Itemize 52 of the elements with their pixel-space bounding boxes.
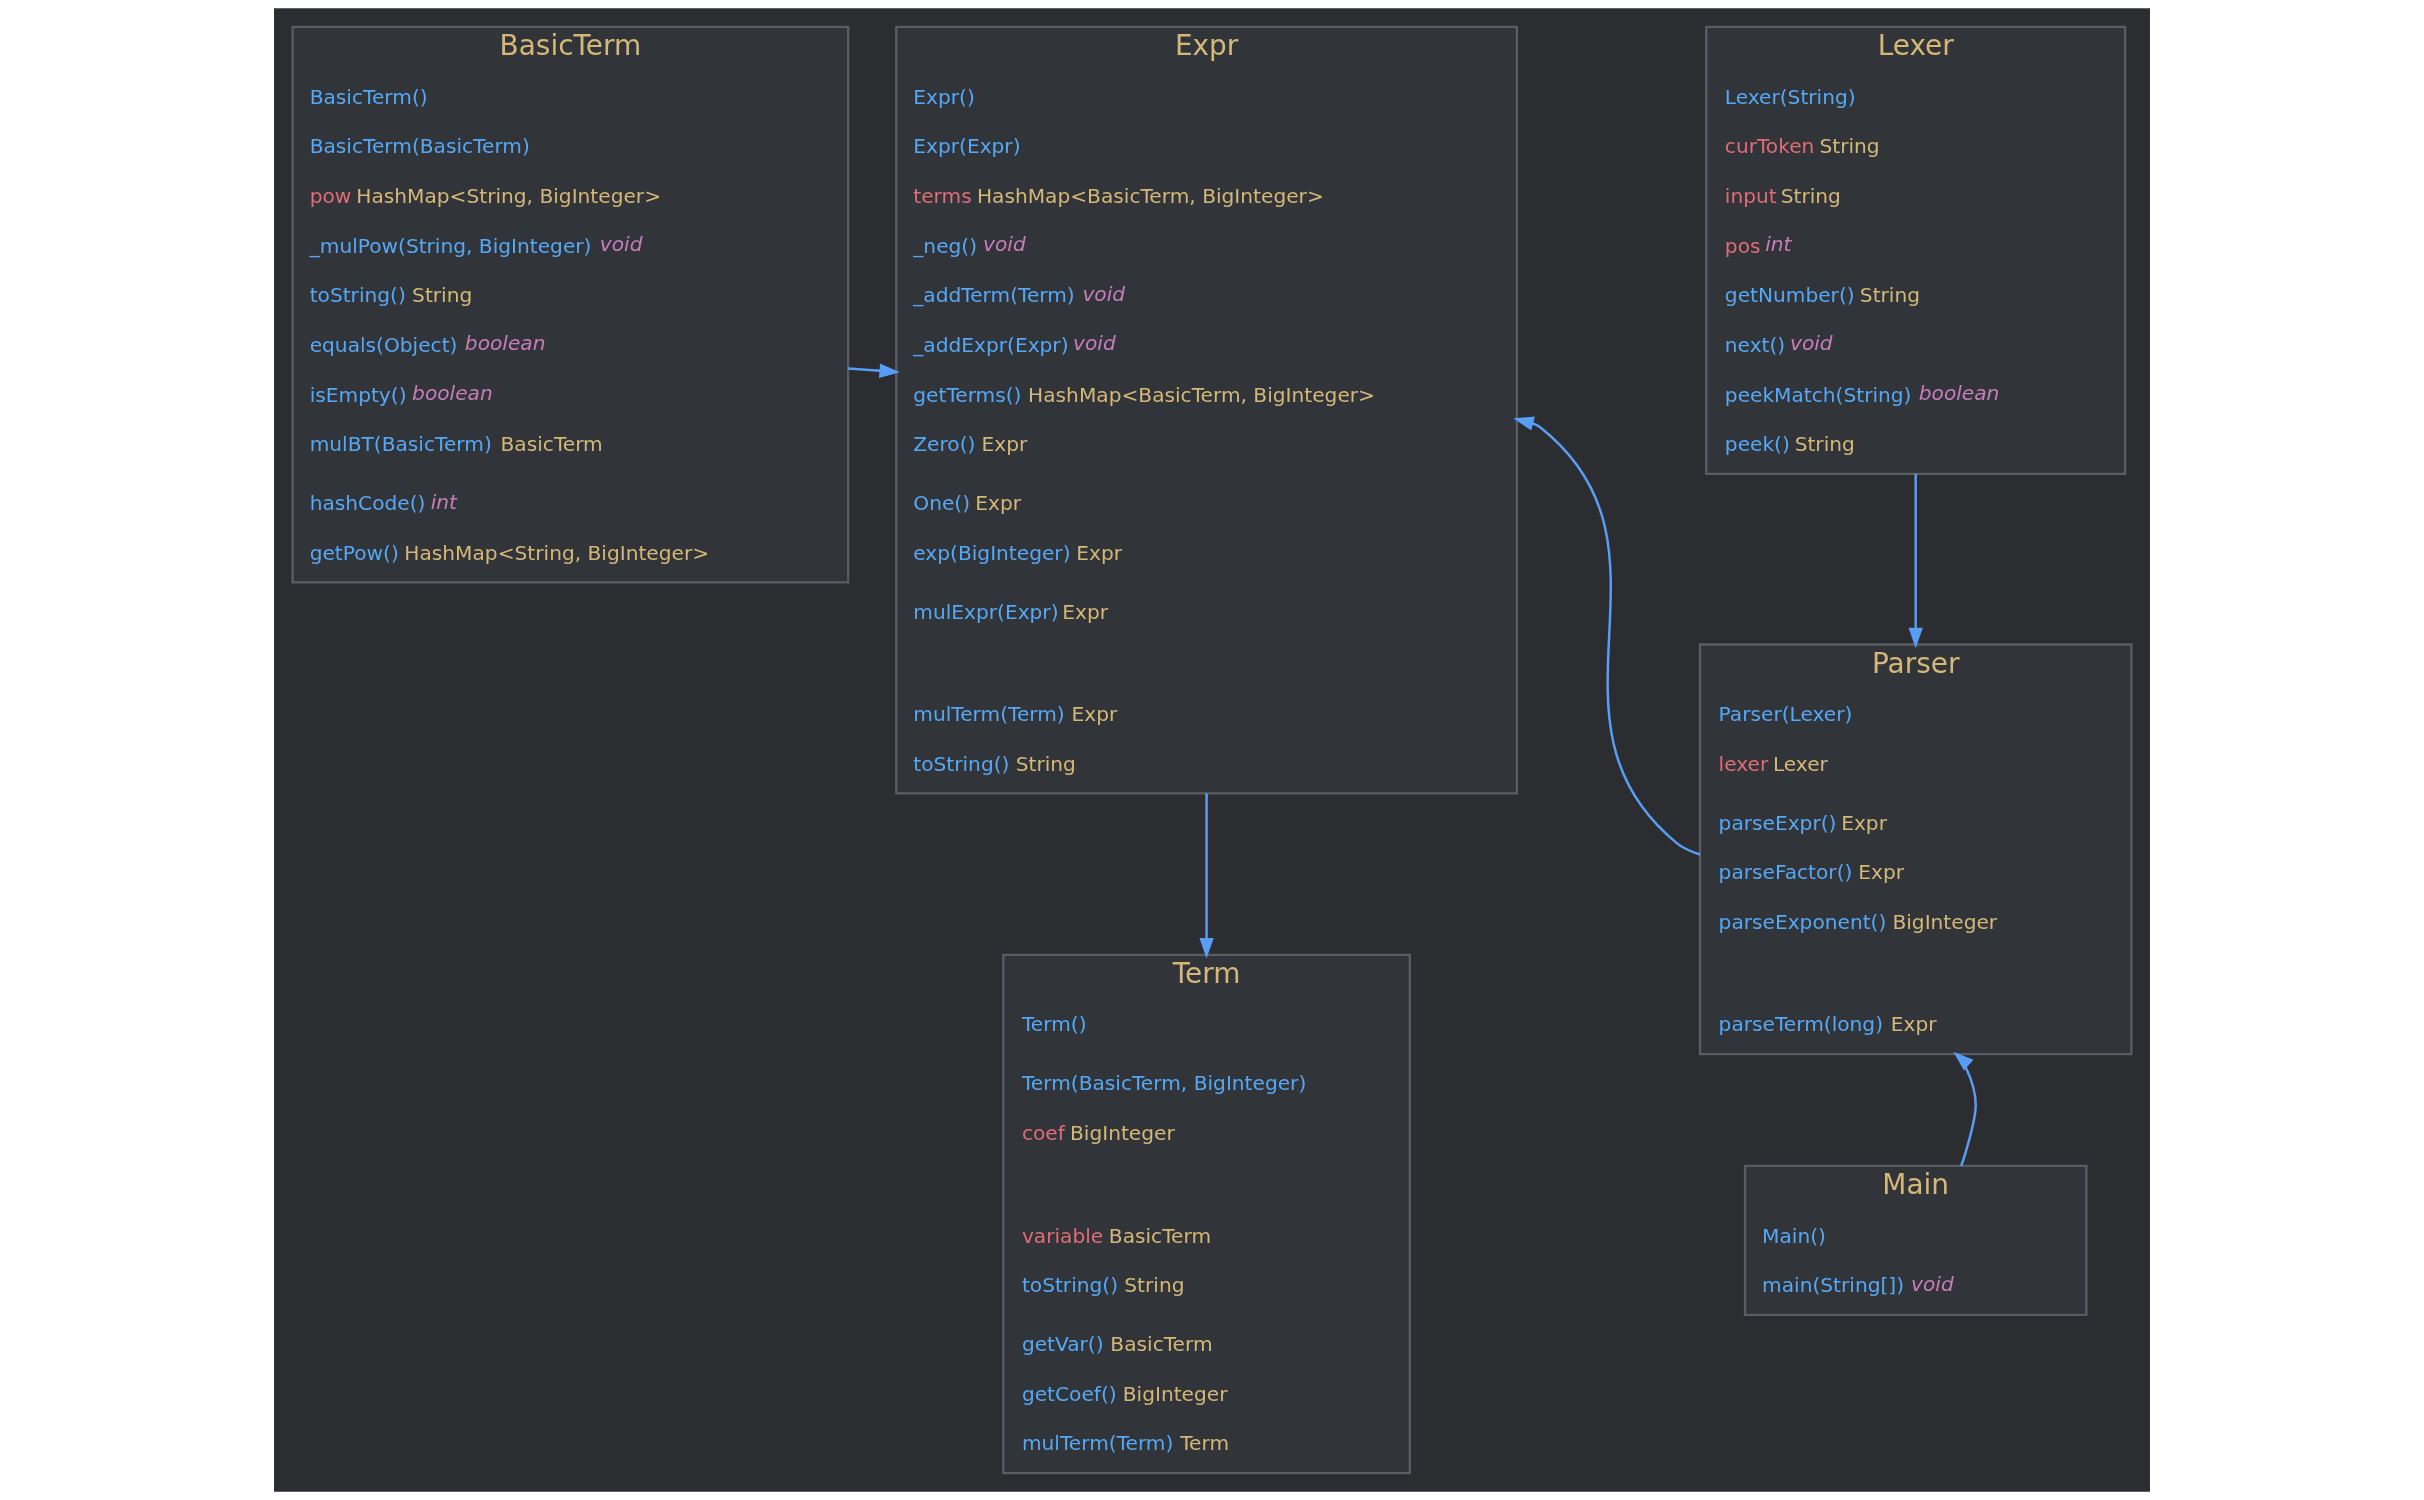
node-text: equals(Object) boolean xyxy=(309,331,546,357)
node-text: BasicTerm() xyxy=(309,84,428,109)
node-text: Main() xyxy=(1762,1223,1826,1248)
node-text: _mulPow(String, BigInteger) void xyxy=(309,231,643,258)
node-text: pow HashMap<String, BigInteger> xyxy=(309,183,662,208)
node-text: main(String[]) void xyxy=(1762,1271,1954,1298)
node-text: getPow() HashMap<String, BigInteger> xyxy=(309,540,710,565)
node-text: Lexer(String) xyxy=(1724,84,1856,109)
arrow xyxy=(1953,1051,1977,1167)
node-text: coef BigInteger xyxy=(1021,1121,1175,1146)
node-text: Parser(Lexer) xyxy=(1718,702,1853,727)
node-text: input String xyxy=(1724,183,1841,208)
node-text: mulExpr(Expr) Expr xyxy=(913,599,1109,624)
node-text: variable BasicTerm xyxy=(1021,1223,1212,1248)
arrow xyxy=(1199,793,1214,959)
node-text: Expr() xyxy=(913,84,975,109)
arrow xyxy=(848,363,900,378)
node-text: One() Expr xyxy=(913,491,1022,516)
node-text: peekMatch(String) boolean xyxy=(1724,380,2000,407)
node-text: isEmpty() boolean xyxy=(309,380,493,407)
node-text: mulBT(BasicTerm) BasicTerm xyxy=(309,432,603,457)
node-text: getCoef() BigInteger xyxy=(1021,1381,1228,1406)
arrow xyxy=(1908,473,1923,649)
node-text: getTerms() HashMap<BasicTerm, BigInteger> xyxy=(913,382,1375,407)
arrow xyxy=(1513,416,1701,856)
node-text: toString() String xyxy=(309,283,473,308)
node-text: mulTerm(Term) Expr xyxy=(913,702,1118,727)
node-text: parseFactor() Expr xyxy=(1718,860,1905,885)
node-text: hashCode() int xyxy=(309,489,457,516)
node-text: parseExpr() Expr xyxy=(1718,810,1887,835)
node-text: Zero() Expr xyxy=(913,432,1028,457)
node-text: _addExpr(Expr) void xyxy=(913,331,1116,357)
node-text: parseExponent() BigInteger xyxy=(1718,910,1998,935)
node-text: mulTerm(Term) Term xyxy=(1021,1431,1230,1456)
node-text: _addTerm(Term) void xyxy=(913,281,1126,308)
node-text: BasicTerm(BasicTerm) xyxy=(309,134,530,159)
node-text: pos int xyxy=(1724,231,1792,258)
node-text: Term(BasicTerm, BigInteger) xyxy=(1021,1071,1307,1096)
node-text: lexer Lexer xyxy=(1718,751,1828,776)
node-text: curToken String xyxy=(1724,134,1880,159)
node-text: getVar() BasicTerm xyxy=(1021,1332,1213,1357)
node-text: terms HashMap<BasicTerm, BigInteger> xyxy=(913,183,1324,208)
node-text: toString() String xyxy=(1021,1273,1185,1298)
node-text: next() void xyxy=(1724,331,1833,357)
node-text: Term() xyxy=(1021,1012,1087,1037)
node-text: peek() String xyxy=(1724,432,1855,457)
node-text: exp(BigInteger) Expr xyxy=(913,540,1122,565)
node-text: toString() String xyxy=(913,751,1076,776)
node-text: getNumber() String xyxy=(1724,283,1920,308)
node-text: parseTerm(long) Expr xyxy=(1718,1012,1937,1037)
node-text: Expr(Expr) xyxy=(913,134,1021,159)
node-text: _neg() void xyxy=(913,231,1026,258)
